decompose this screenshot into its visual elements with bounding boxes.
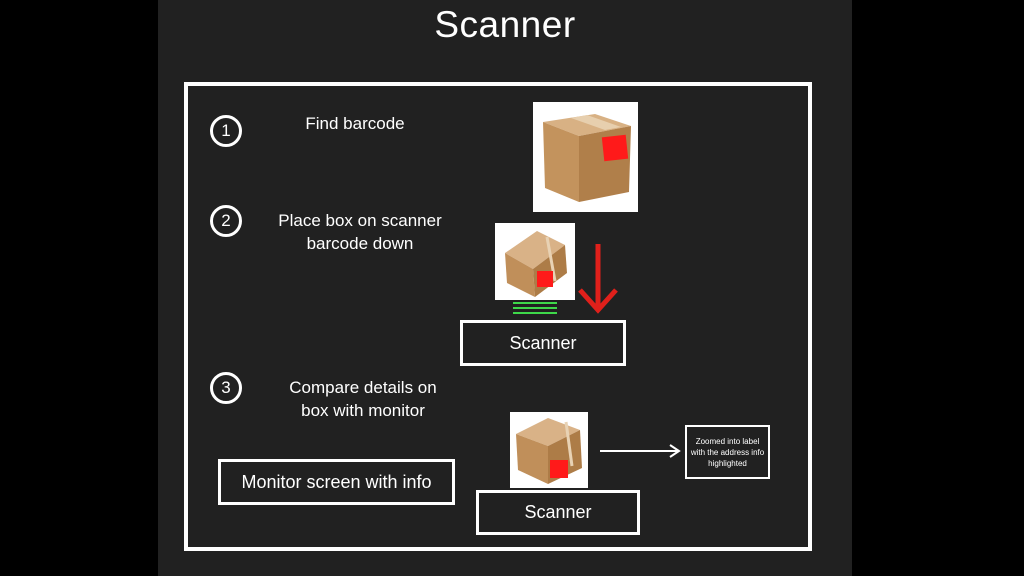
scan-lines-icon [513,302,557,316]
step-3-text-line-1: Compare details on [289,378,437,397]
step-1-text-line-1: Find barcode [305,114,405,133]
step-3-number-badge: 3 [210,372,242,404]
step-2-text-line-1: Place box on scanner [278,211,442,230]
right-arrow-icon [600,444,681,458]
cardboard-box-icon [510,412,588,488]
step-2-number: 2 [221,211,231,230]
slide-title: Scanner [434,4,576,45]
step-2-text: Place box on scanner barcode down [256,209,464,255]
step-1-number-badge: 1 [210,115,242,147]
arrows-layer [578,244,681,458]
down-arrow-icon [578,244,618,314]
step-2-number-badge: 2 [210,205,242,237]
zoom-note-box: Zoomed into label with the address info … [685,425,770,479]
scanner-label-bottom: Scanner [524,502,592,522]
cardboard-box-icon [533,102,638,212]
scanner-label-top: Scanner [509,332,577,353]
slide: Scanner 1 Find barcode 2 Place box on sc… [158,0,852,576]
step-3-text: Compare details on box with monitor [268,376,458,422]
zoom-note-text: Zoomed into label with the address info … [690,436,765,468]
step-3-number: 3 [221,378,231,397]
monitor-screen-box: Monitor screen with info [218,459,455,505]
step-2-text-line-2: barcode down [306,234,414,253]
diagram-frame [184,82,812,551]
scanner-box-bottom: Scanner [476,490,640,535]
scanner-box-top: Scanner [460,320,626,366]
cardboard-box-icon [495,223,575,300]
step-1-number: 1 [221,121,231,140]
monitor-screen-label: Monitor screen with info [241,471,432,492]
step-1-text: Find barcode [280,112,430,135]
step-3-text-line-2: box with monitor [301,401,425,420]
